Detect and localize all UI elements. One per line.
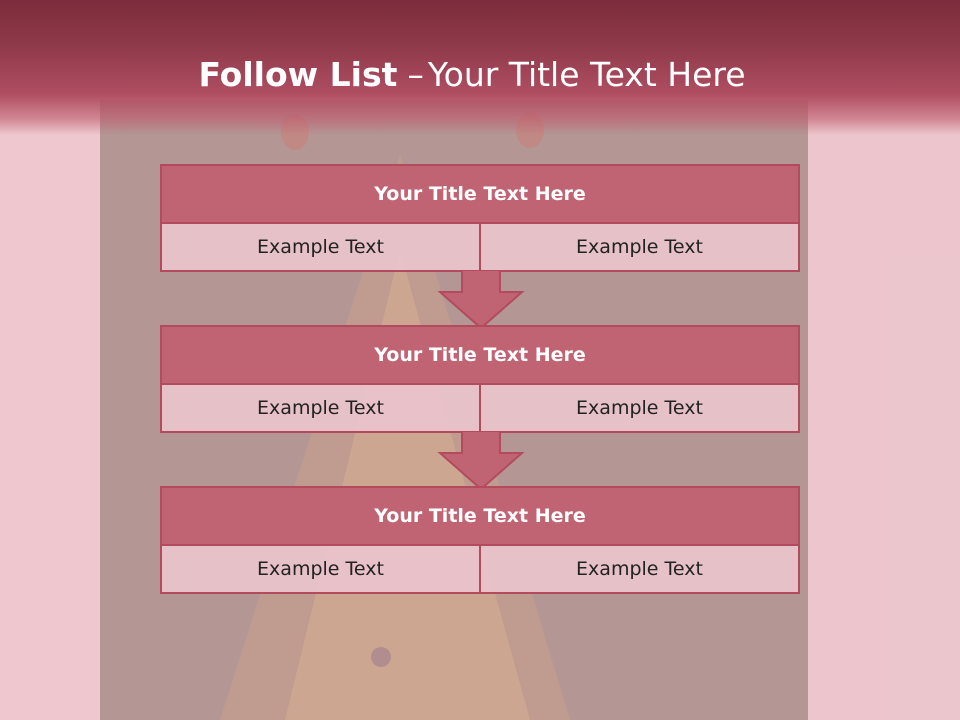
slide-title-rest: Your Title Text Here (427, 55, 746, 94)
block-cell-right: Example Text (479, 385, 798, 431)
block-title: Your Title Text Here (162, 488, 798, 546)
block-row: Example Text Example Text (162, 546, 798, 592)
list-block-1: Your Title Text Here Example Text Exampl… (160, 164, 800, 272)
block-cell-right: Example Text (479, 546, 798, 592)
down-arrow-icon (437, 431, 525, 491)
block-title: Your Title Text Here (162, 327, 798, 385)
block-cell-left: Example Text (162, 224, 479, 270)
list-block-2: Your Title Text Here Example Text Exampl… (160, 325, 800, 433)
list-block-3: Your Title Text Here Example Text Exampl… (160, 486, 800, 594)
block-cell-right: Example Text (479, 224, 798, 270)
block-cell-left: Example Text (162, 385, 479, 431)
block-row: Example Text Example Text (162, 224, 798, 270)
block-title: Your Title Text Here (162, 166, 798, 224)
down-arrow-icon (437, 270, 525, 330)
block-cell-left: Example Text (162, 546, 479, 592)
header-band (0, 0, 960, 135)
block-row: Example Text Example Text (162, 385, 798, 431)
slide-title-strong: Follow List (198, 55, 398, 94)
slide-title-separator: – (407, 55, 424, 94)
slide-title: Follow List–Your Title Text Here (0, 52, 944, 98)
